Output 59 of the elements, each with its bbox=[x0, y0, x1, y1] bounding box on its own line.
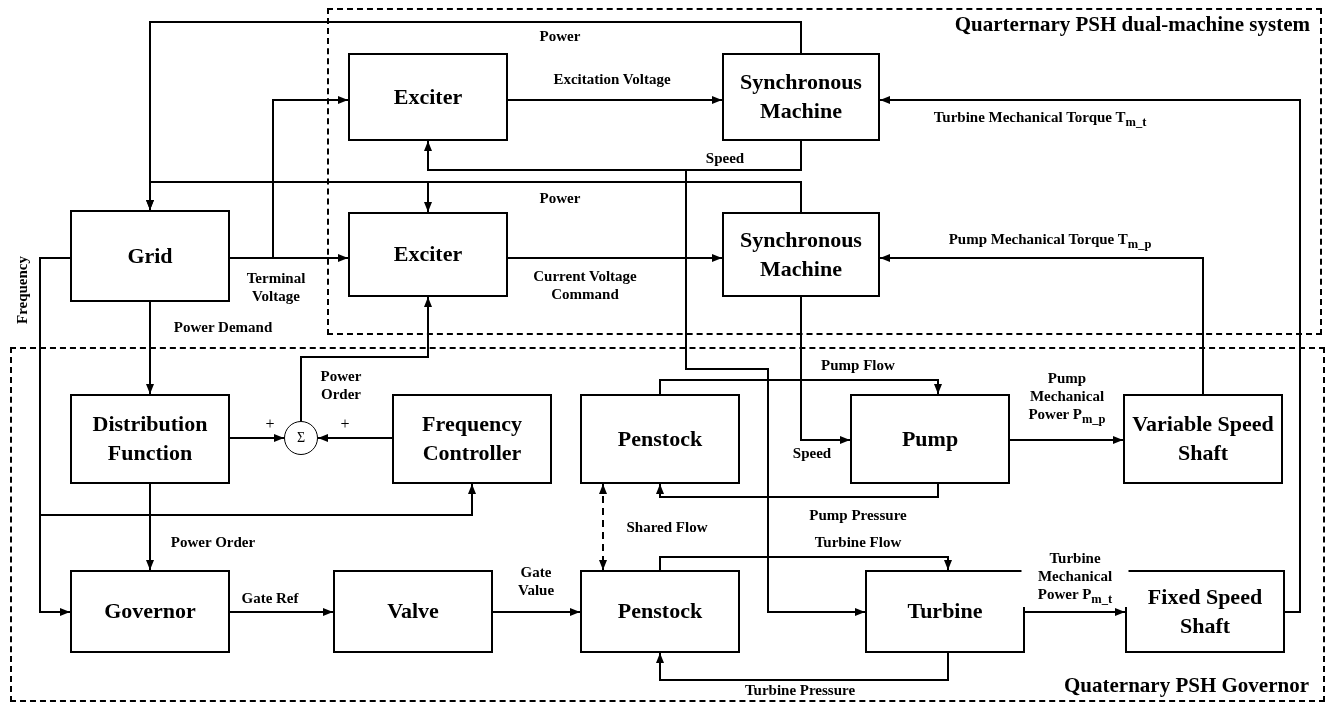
process-box bbox=[70, 210, 230, 302]
box-label: Fixed Speed Shaft bbox=[1146, 582, 1264, 640]
process-box bbox=[722, 212, 880, 297]
arrow bbox=[300, 296, 432, 422]
arrow bbox=[146, 483, 154, 571]
box-label: Exciter bbox=[393, 240, 463, 269]
box-label: Synchronous Machine bbox=[739, 225, 863, 283]
process-box bbox=[348, 53, 508, 141]
box-label: Turbine bbox=[907, 597, 983, 626]
process-box bbox=[850, 394, 1010, 484]
process-box bbox=[722, 53, 880, 141]
process-box bbox=[580, 570, 740, 653]
plus-sign: + bbox=[340, 415, 350, 433]
box-label: Pump bbox=[901, 424, 959, 453]
arrow bbox=[229, 96, 349, 259]
arrow bbox=[656, 483, 939, 498]
arrow bbox=[229, 608, 334, 616]
process-box bbox=[392, 394, 552, 484]
arrow bbox=[507, 254, 723, 262]
box-label: Governor bbox=[104, 597, 196, 626]
process-box bbox=[333, 570, 493, 653]
arrow bbox=[229, 434, 285, 442]
arrow bbox=[1009, 436, 1124, 444]
arrow bbox=[507, 96, 723, 104]
box-label: Frequency Controller bbox=[421, 410, 523, 467]
arrow bbox=[39, 257, 476, 516]
arrow bbox=[879, 254, 1204, 395]
arrow bbox=[317, 434, 393, 442]
arrow bbox=[599, 483, 607, 571]
arrow bbox=[656, 652, 949, 681]
process-box bbox=[70, 394, 230, 484]
arrow bbox=[424, 181, 802, 213]
box-label: Distribution Function bbox=[91, 410, 209, 467]
group-title: Quaternary PSH Governor bbox=[1064, 673, 1309, 698]
arrow bbox=[1024, 608, 1126, 616]
process-box bbox=[348, 212, 508, 297]
process-box bbox=[70, 570, 230, 653]
box-label: Grid bbox=[127, 241, 173, 270]
arrow bbox=[659, 556, 952, 571]
process-box bbox=[1125, 570, 1285, 653]
box-label: Penstock bbox=[617, 424, 703, 453]
box-label: Exciter bbox=[393, 82, 463, 111]
arrow bbox=[659, 379, 942, 395]
plus-sign: + bbox=[265, 415, 275, 433]
box-label: Variable Speed Shaft bbox=[1131, 410, 1275, 467]
arrow bbox=[492, 608, 581, 616]
arrow bbox=[146, 301, 154, 395]
sigma-symbol: Σ bbox=[296, 430, 306, 446]
arrow bbox=[800, 296, 851, 444]
box-label: Penstock bbox=[617, 597, 703, 626]
process-box bbox=[865, 570, 1025, 653]
box-label: Valve bbox=[387, 597, 439, 626]
group-title: Quarternary PSH dual-machine system bbox=[954, 12, 1310, 37]
box-label: Synchronous Machine bbox=[739, 68, 863, 125]
process-box bbox=[1123, 394, 1283, 484]
process-box bbox=[580, 394, 740, 484]
dashed-group-frame bbox=[10, 347, 1325, 702]
summing-junction-circle bbox=[284, 421, 318, 455]
arrow bbox=[879, 96, 1301, 613]
